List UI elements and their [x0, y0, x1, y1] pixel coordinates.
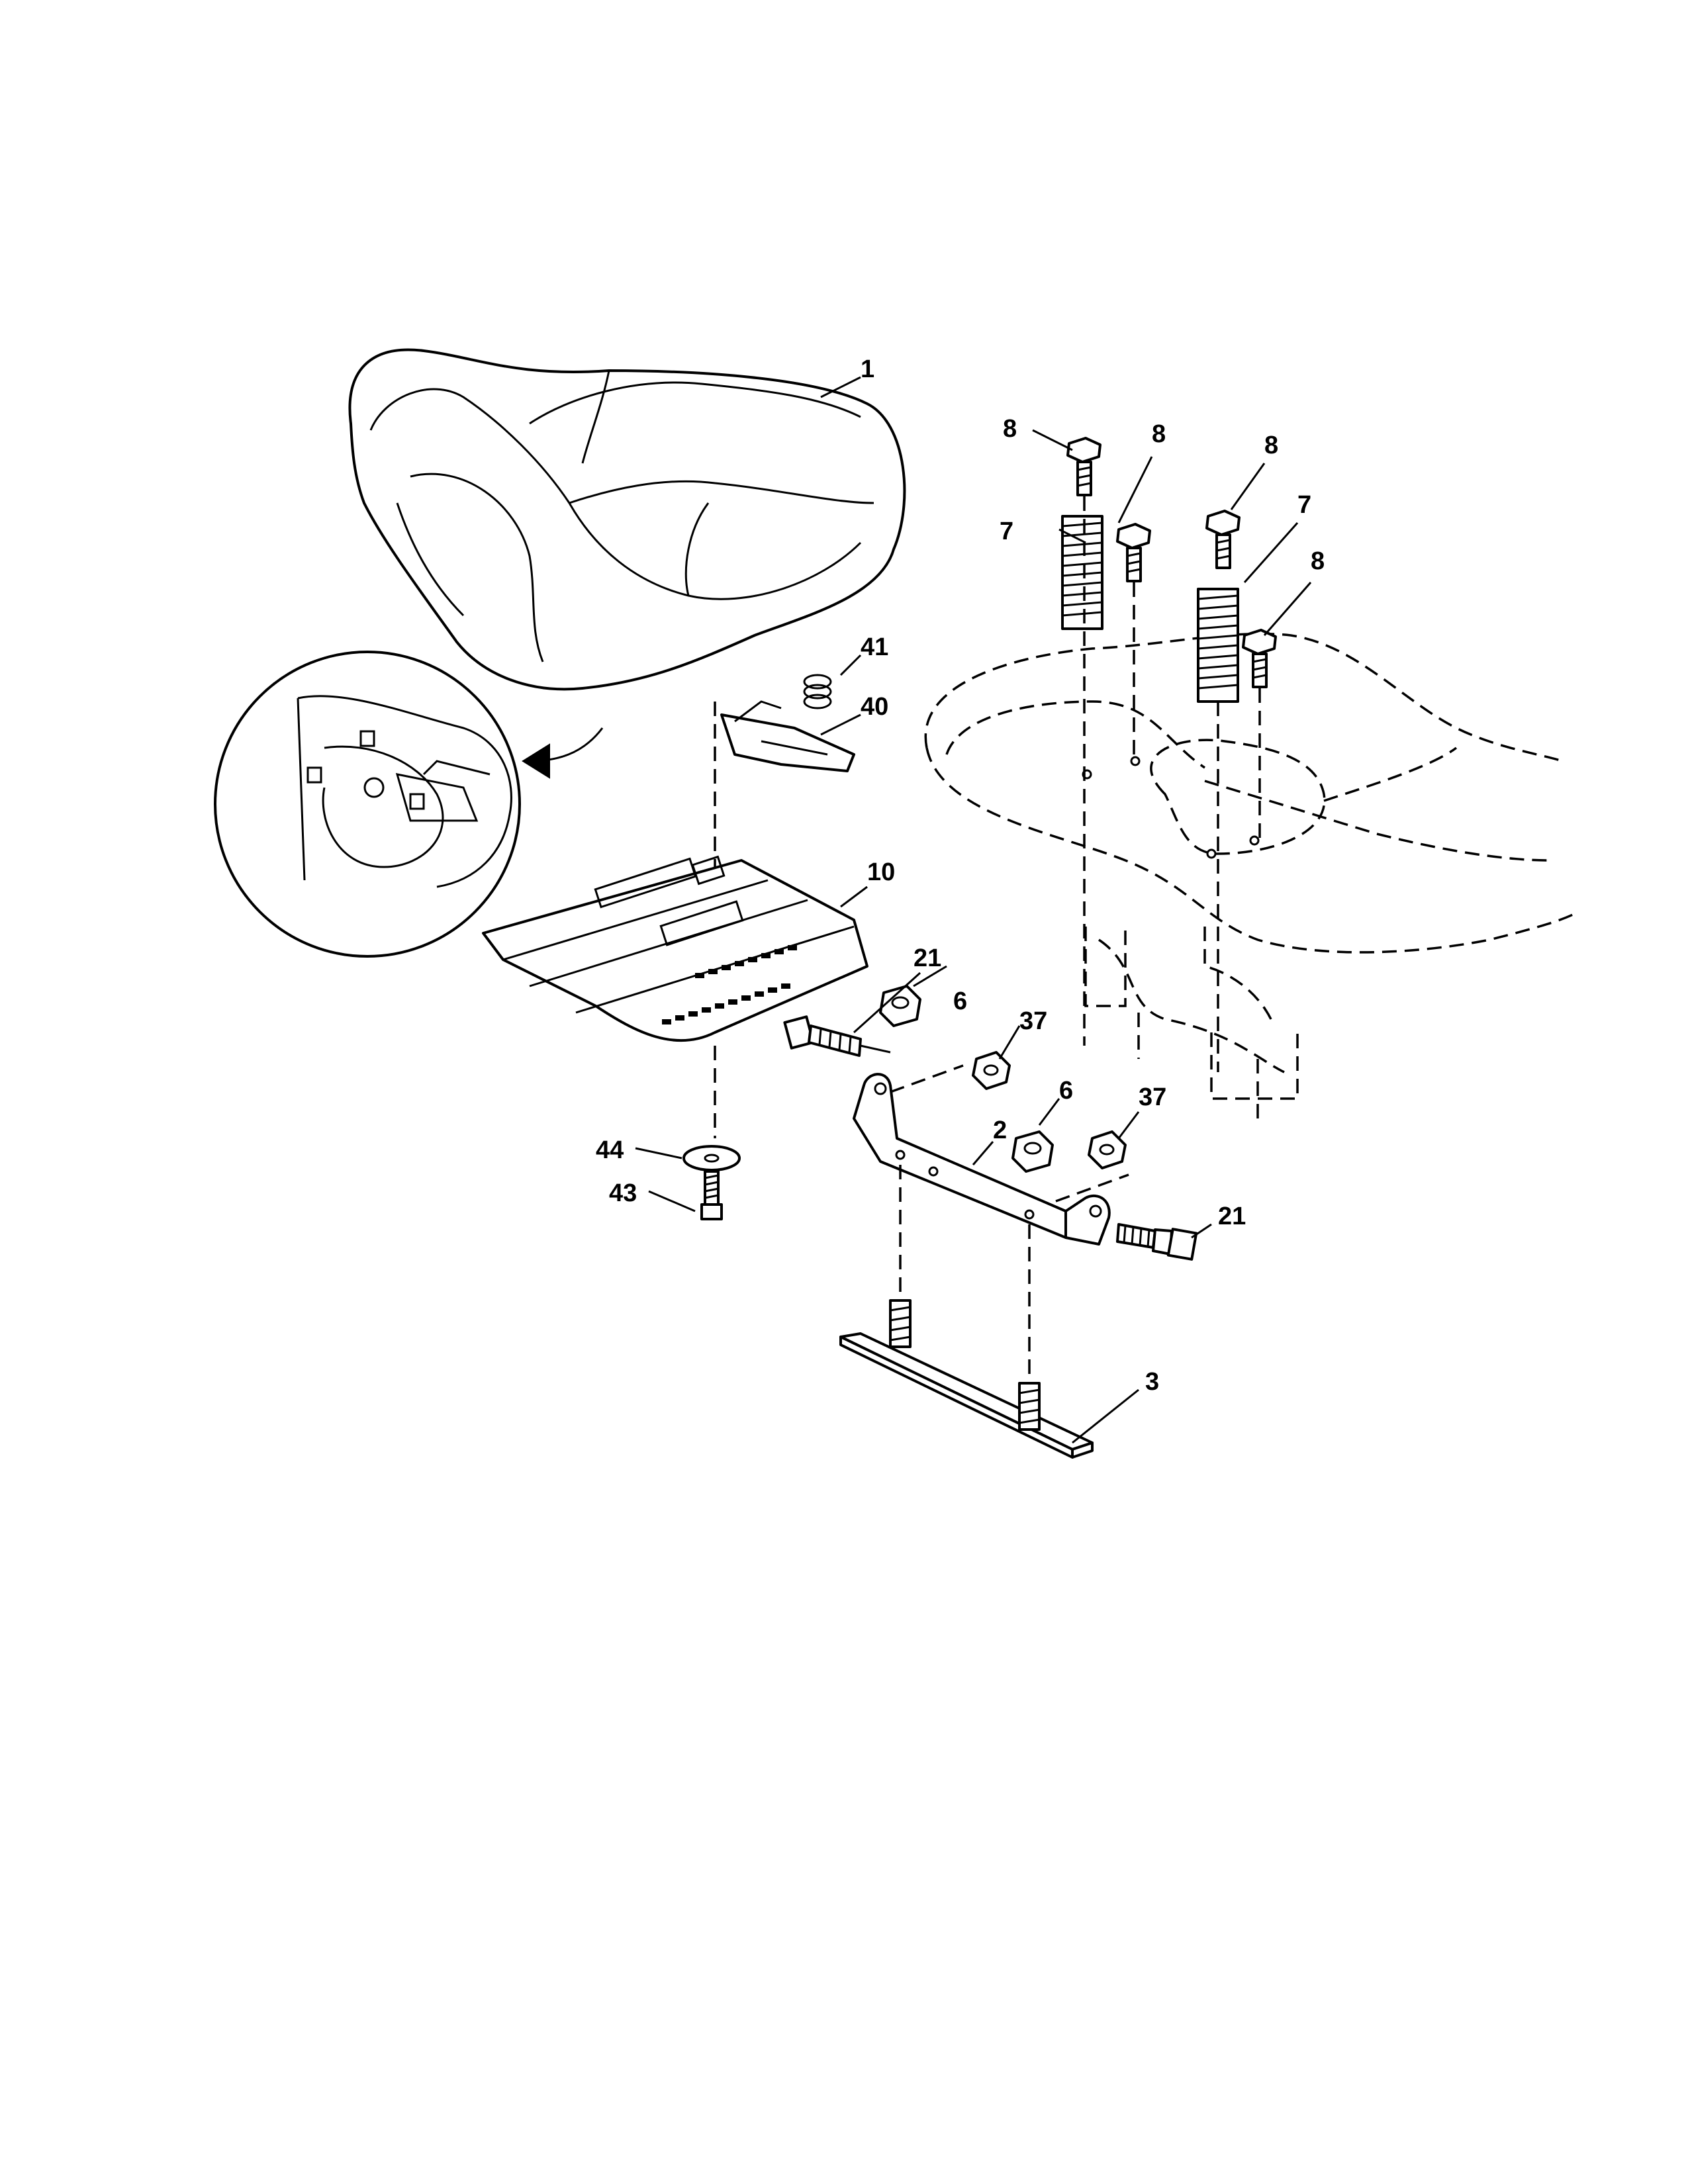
bolt-b [1116, 523, 1151, 582]
shoulder-bolt-right [1116, 1223, 1198, 1261]
bracket-guide-lower [1055, 1173, 1129, 1203]
callout-shoulder-bolt-left: 21 [914, 944, 941, 972]
bracket [853, 1073, 1111, 1246]
callout-bolt-c: 8 [1264, 432, 1278, 459]
base-plate [839, 1299, 1094, 1459]
detail-inset [214, 651, 521, 958]
curved-arrow [522, 727, 604, 779]
bolt-a [1066, 437, 1102, 496]
callout-labels: 1 8 8 8 7 7 8 41 40 10 21 6 37 2 6 37 21… [596, 355, 1325, 1396]
nut-right [1011, 1130, 1054, 1173]
callout-bolt-b: 8 [1152, 420, 1166, 448]
callout-nut-left: 6 [953, 987, 967, 1015]
bolt-d [1242, 629, 1277, 688]
screw [700, 1170, 723, 1220]
callout-base-plate: 3 [1145, 1368, 1159, 1396]
leader-lines [635, 376, 1312, 1444]
callout-switch-bracket: 40 [861, 693, 888, 721]
callout-bolt-a: 8 [1003, 415, 1017, 443]
callout-seat-pan: 10 [867, 858, 895, 886]
seat-pan-adjust-slots [662, 945, 797, 1024]
callout-locknut-right: 37 [1139, 1083, 1166, 1111]
locknut-right [1088, 1130, 1127, 1169]
seat-spring [803, 674, 832, 709]
callout-spring-left: 7 [1000, 518, 1013, 545]
switch-bracket [720, 700, 855, 772]
callout-screw: 43 [609, 1179, 637, 1207]
callout-shoulder-bolt-right: 21 [1218, 1203, 1246, 1230]
callout-seat: 1 [861, 355, 874, 383]
seat-pan [482, 855, 868, 1042]
frame-outline [924, 632, 1576, 1125]
callout-spring-right: 7 [1297, 491, 1311, 519]
callout-bracket: 2 [993, 1116, 1007, 1144]
callout-nut-right: 6 [1059, 1077, 1073, 1105]
bracket-guide-upper [890, 1064, 964, 1093]
callout-locknut-left: 37 [1019, 1007, 1047, 1035]
callout-seat-spring: 41 [861, 633, 888, 661]
seat [348, 348, 906, 691]
shoulder-bolt-left [783, 1015, 891, 1057]
callout-bolt-d: 8 [1311, 547, 1325, 575]
locknut-left [972, 1051, 1011, 1090]
spring-right [1197, 588, 1239, 703]
bolt-c [1205, 510, 1241, 569]
washer [682, 1145, 741, 1171]
callout-washer: 44 [596, 1136, 624, 1164]
